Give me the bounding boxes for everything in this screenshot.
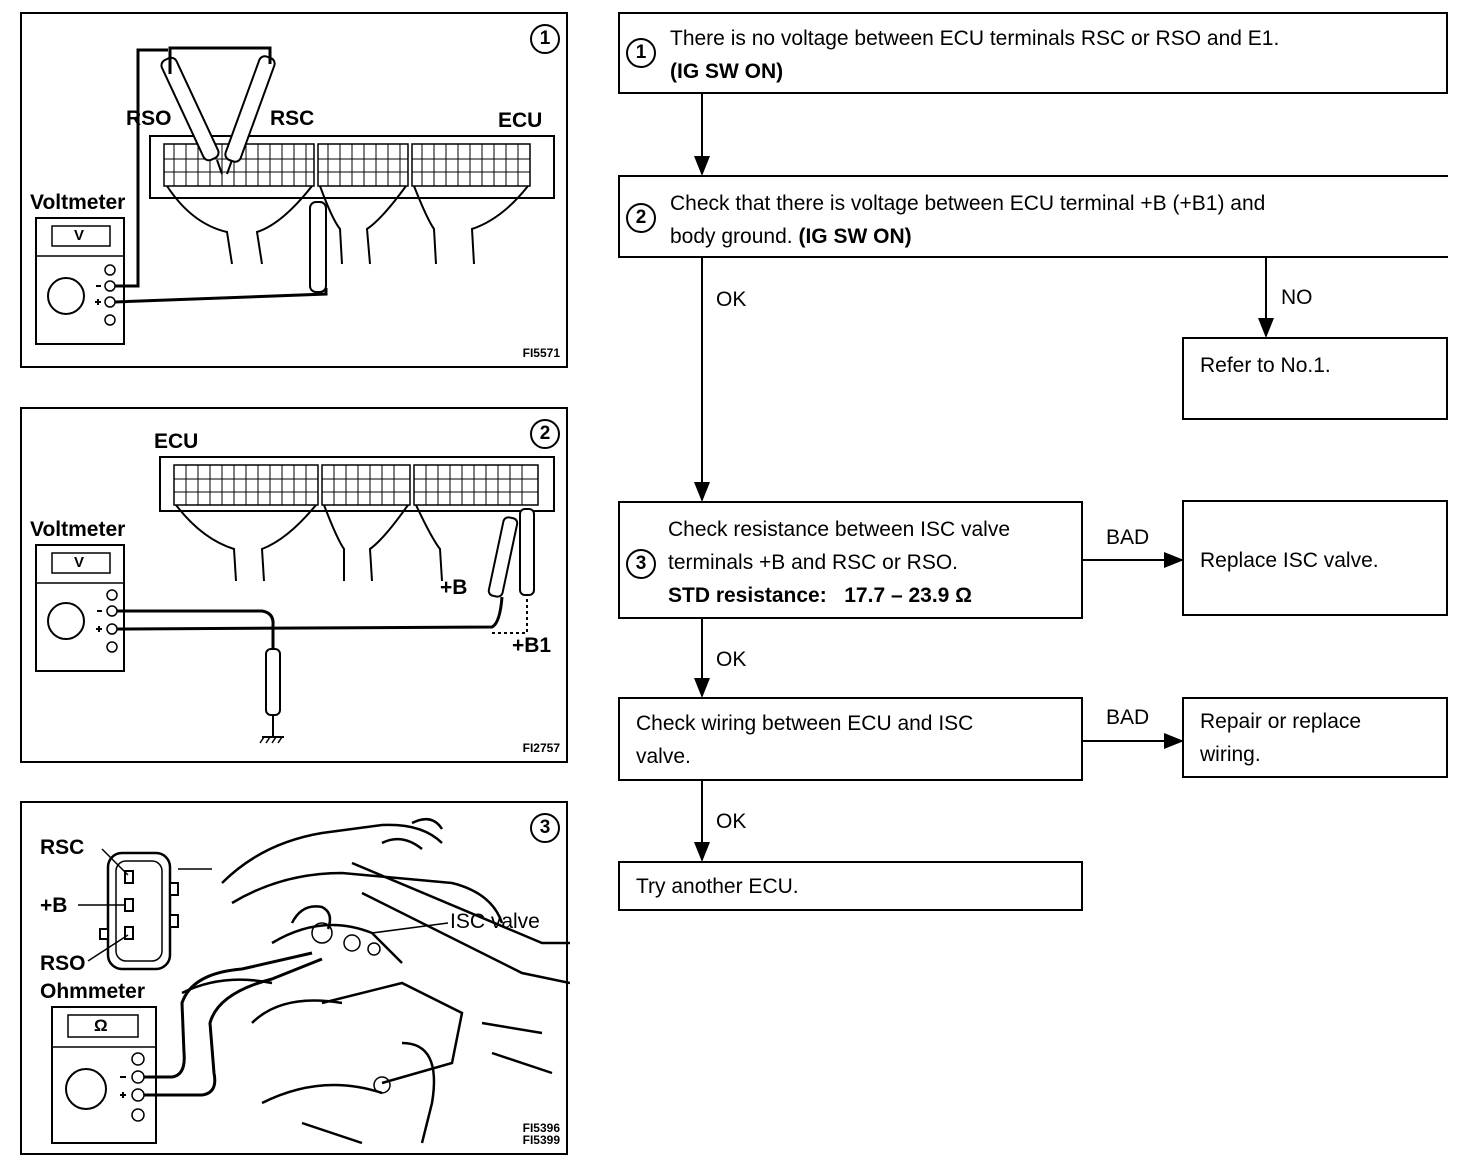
ohmmeter-label: Ohmmeter	[40, 980, 146, 1003]
voltmeter-label: Voltmeter	[30, 191, 126, 214]
step-3-bad-label: BAD	[1106, 526, 1150, 549]
step-2-line-1: Check that there is voltage between ECU …	[670, 192, 1266, 215]
step-3-ok-label: OK	[716, 648, 747, 671]
figure-code: FI5571	[522, 346, 560, 361]
wiring-bad-label: BAD	[1106, 706, 1150, 729]
wiring-check-box: Check wiring between ECU and ISC valve.	[618, 697, 1083, 781]
repair-line-2: wiring.	[1200, 743, 1261, 766]
panel-1-illustration	[35, 46, 555, 345]
rso-label: RSO	[126, 107, 172, 130]
meter-unit-v: V	[74, 227, 85, 244]
wiring-check-line-1: Check wiring between ECU and ISC	[636, 712, 974, 735]
replace-box: Replace ISC valve.	[1182, 500, 1448, 616]
repair-box: Repair or replace wiring.	[1182, 697, 1448, 778]
panel-3-illustration	[51, 817, 570, 1145]
step-3-number: 3	[626, 549, 656, 579]
flow-step-1: 1 There is no voltage between ECU termin…	[618, 12, 1448, 94]
flow-step-3: 3 Check resistance between ISC valve ter…	[618, 501, 1083, 619]
plus-b-label: +B	[440, 576, 468, 599]
wiring-check-line-2: valve.	[636, 745, 691, 768]
wiring-ok-label: OK	[716, 810, 747, 833]
step-1-number: 1	[626, 38, 656, 68]
meter-unit-ohm: Ω	[94, 1016, 108, 1035]
std-resistance-label: STD resistance:	[668, 584, 827, 607]
step-1-text: There is no voltage between ECU terminal…	[670, 27, 1280, 50]
step-2-line-2: body ground.	[670, 225, 793, 248]
refer-box: Refer to No.1.	[1182, 337, 1448, 420]
ecu-label: ECU	[154, 430, 199, 453]
figure-codes: FI5396 FI5399	[522, 1120, 560, 1148]
panel-2-voltage-check-plus-b: 2 ECU Voltmeter V +B +B1 FI2757	[20, 407, 568, 763]
rso-label: RSO	[40, 952, 86, 975]
ecu-label: ECU	[498, 109, 543, 132]
step-2-ok-label: OK	[716, 288, 747, 311]
replace-text: Replace ISC valve.	[1200, 549, 1379, 572]
step-3-line-1: Check resistance between ISC valve	[668, 518, 1010, 541]
rsc-label: RSC	[40, 836, 85, 859]
panel-2-number: 2	[530, 419, 560, 449]
figure-code: FI2757	[522, 741, 560, 756]
rsc-label: RSC	[270, 107, 315, 130]
step-2-no-label: NO	[1281, 286, 1313, 309]
step-2-number: 2	[626, 203, 656, 233]
step-1-condition: (IG SW ON)	[670, 60, 784, 83]
plus-b1-label: +B1	[512, 634, 552, 657]
plus-b-label: +B	[40, 894, 68, 917]
refer-text: Refer to No.1.	[1200, 354, 1331, 377]
isc-valve-label: ISC valve	[450, 910, 540, 933]
panel-1-number: 1	[530, 24, 560, 54]
step-2-condition: (IG SW ON)	[798, 225, 912, 248]
try-another-ecu-text: Try another ECU.	[636, 875, 799, 898]
panel-1-voltage-check-rsc-rso: 1 RSO RSC ECU Voltmeter V FI5571	[20, 12, 568, 368]
repair-line-1: Repair or replace	[1200, 710, 1362, 733]
panel-2-illustration	[35, 456, 555, 744]
voltmeter-label: Voltmeter	[30, 518, 126, 541]
try-another-ecu-box: Try another ECU.	[618, 861, 1083, 911]
panel-3-number: 3	[530, 813, 560, 843]
panel-3-resistance-check-isc: 3 RSC +B RSO Ohmmeter Ω ISC valve FI5396…	[20, 801, 570, 1155]
std-resistance-value: 17.7 – 23.9 Ω	[844, 584, 973, 607]
flow-step-2: 2 Check that there is voltage between EC…	[618, 175, 1448, 258]
meter-unit-v: V	[74, 554, 85, 571]
step-3-line-2: terminals +B and RSC or RSO.	[668, 551, 959, 574]
